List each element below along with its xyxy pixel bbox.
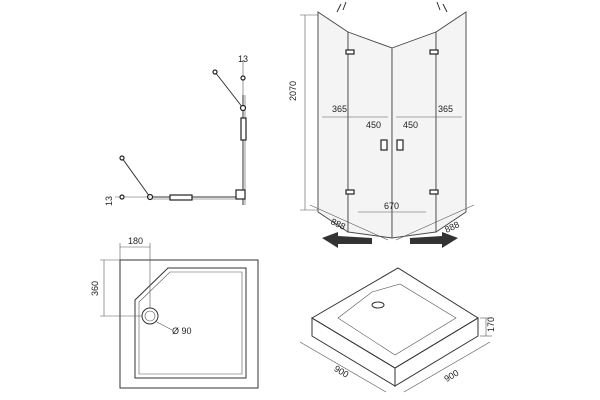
top-bracket-right bbox=[436, 1, 448, 13]
tray-right-width-dim-line bbox=[403, 341, 491, 393]
dim-left-arm: 13 bbox=[104, 196, 114, 206]
enclosure-top-view: 13 13 bbox=[104, 54, 248, 206]
dim-tray-height: 170 bbox=[486, 317, 496, 332]
drain-inner bbox=[144, 310, 156, 322]
tray-basin-inner bbox=[138, 271, 243, 375]
dim-corner-y: 360 bbox=[90, 281, 100, 296]
wall-profile-right bbox=[240, 117, 247, 141]
left-fixed-panel bbox=[317, 11, 349, 233]
right-fixed-panel bbox=[435, 11, 467, 233]
tray-iso-view: 170 900 900 bbox=[299, 267, 496, 393]
right-door-swing-arrow bbox=[410, 232, 458, 248]
handle-left bbox=[380, 139, 388, 151]
handle-right bbox=[396, 139, 404, 151]
drain-leader bbox=[154, 320, 173, 331]
left-door-knob bbox=[119, 155, 125, 161]
enclosure-iso-view: 2070 365 450 450 365 670 888 888 bbox=[288, 1, 475, 248]
dim-right-door: 450 bbox=[403, 120, 418, 130]
dim-right-fixed: 365 bbox=[438, 104, 453, 114]
left-end-mark bbox=[119, 194, 125, 200]
dim-tray-width-left: 900 bbox=[332, 363, 350, 379]
dim-entry: 670 bbox=[384, 201, 399, 211]
hinge-right-top bbox=[429, 49, 439, 55]
dim-tray-width-right: 900 bbox=[442, 368, 460, 384]
dim-drain: Ø 90 bbox=[172, 326, 192, 336]
tray-iso-drain bbox=[371, 301, 385, 309]
hinge-left-bottom bbox=[345, 189, 355, 195]
tray-outline bbox=[119, 259, 259, 389]
left-door-swing-arrow bbox=[322, 232, 372, 248]
tray-top-face bbox=[311, 267, 479, 369]
wall-profile-left bbox=[169, 194, 193, 201]
dim-left-door: 450 bbox=[366, 120, 381, 130]
dim-corner-x: 180 bbox=[128, 236, 143, 246]
corner-joint bbox=[235, 189, 246, 200]
right-hinge bbox=[239, 104, 247, 112]
hinge-right-bottom bbox=[429, 189, 439, 195]
dim-top-arm: 13 bbox=[238, 54, 248, 64]
top-bracket-left bbox=[336, 1, 347, 13]
top-end-mark bbox=[240, 75, 246, 81]
right-door-open bbox=[214, 71, 244, 109]
tray-right-side bbox=[394, 317, 479, 387]
tray-plan-view: Ø 90 180 360 bbox=[90, 236, 259, 389]
hinge-left-top bbox=[345, 49, 355, 55]
left-door-open bbox=[121, 157, 151, 198]
dim-height: 2070 bbox=[288, 81, 298, 101]
left-depth-dim-line bbox=[309, 204, 389, 241]
tray-iso-basin bbox=[337, 283, 457, 356]
right-door-knob bbox=[212, 69, 218, 75]
tray-basin-outer bbox=[134, 267, 247, 379]
right-depth-dim-line bbox=[395, 204, 475, 241]
dim-left-fixed: 365 bbox=[332, 104, 347, 114]
tray-left-width-dim-line bbox=[299, 341, 387, 393]
